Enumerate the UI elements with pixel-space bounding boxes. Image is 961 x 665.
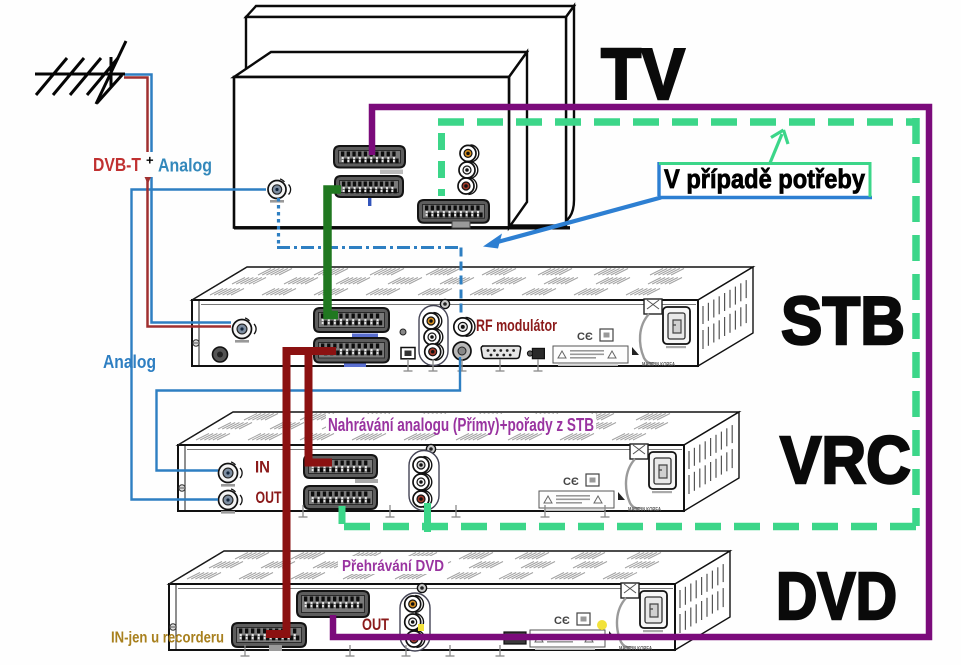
svg-text:Nahrávání analogu (Přímy)+pořa: Nahrávání analogu (Přímy)+pořady z STB (328, 415, 594, 435)
svg-text:Analog: Analog (158, 156, 212, 176)
svg-text:STB: STB (781, 283, 905, 359)
svg-text:OUT: OUT (362, 615, 389, 634)
svg-text:VRC: VRC (780, 423, 911, 498)
svg-text:IN: IN (255, 458, 270, 477)
svg-text:Analog: Analog (103, 352, 156, 372)
svg-text:IN-jen u recorderu: IN-jen u recorderu (111, 630, 224, 647)
svg-text:DVB-T: DVB-T (93, 154, 142, 175)
svg-text:+: + (146, 153, 154, 168)
svg-text:MADE IN KOREA: MADE IN KOREA (619, 646, 652, 652)
svg-text:DVD: DVD (776, 559, 897, 634)
svg-text:RF modulátor: RF modulátor (476, 316, 557, 335)
svg-text:V případě potřeby: V případě potřeby (664, 164, 865, 194)
svg-text:CЄ: CЄ (554, 615, 570, 627)
svg-text:OUT: OUT (256, 488, 282, 507)
svg-text:MADE IN KOREA: MADE IN KOREA (628, 507, 661, 513)
svg-text:CЄ: CЄ (577, 331, 593, 343)
svg-text:MADE IN KOREA: MADE IN KOREA (642, 362, 675, 368)
svg-text:TV: TV (601, 35, 685, 115)
svg-text:CЄ: CЄ (563, 476, 579, 488)
svg-text:Přehrávání DVD: Přehrávání DVD (342, 558, 444, 575)
